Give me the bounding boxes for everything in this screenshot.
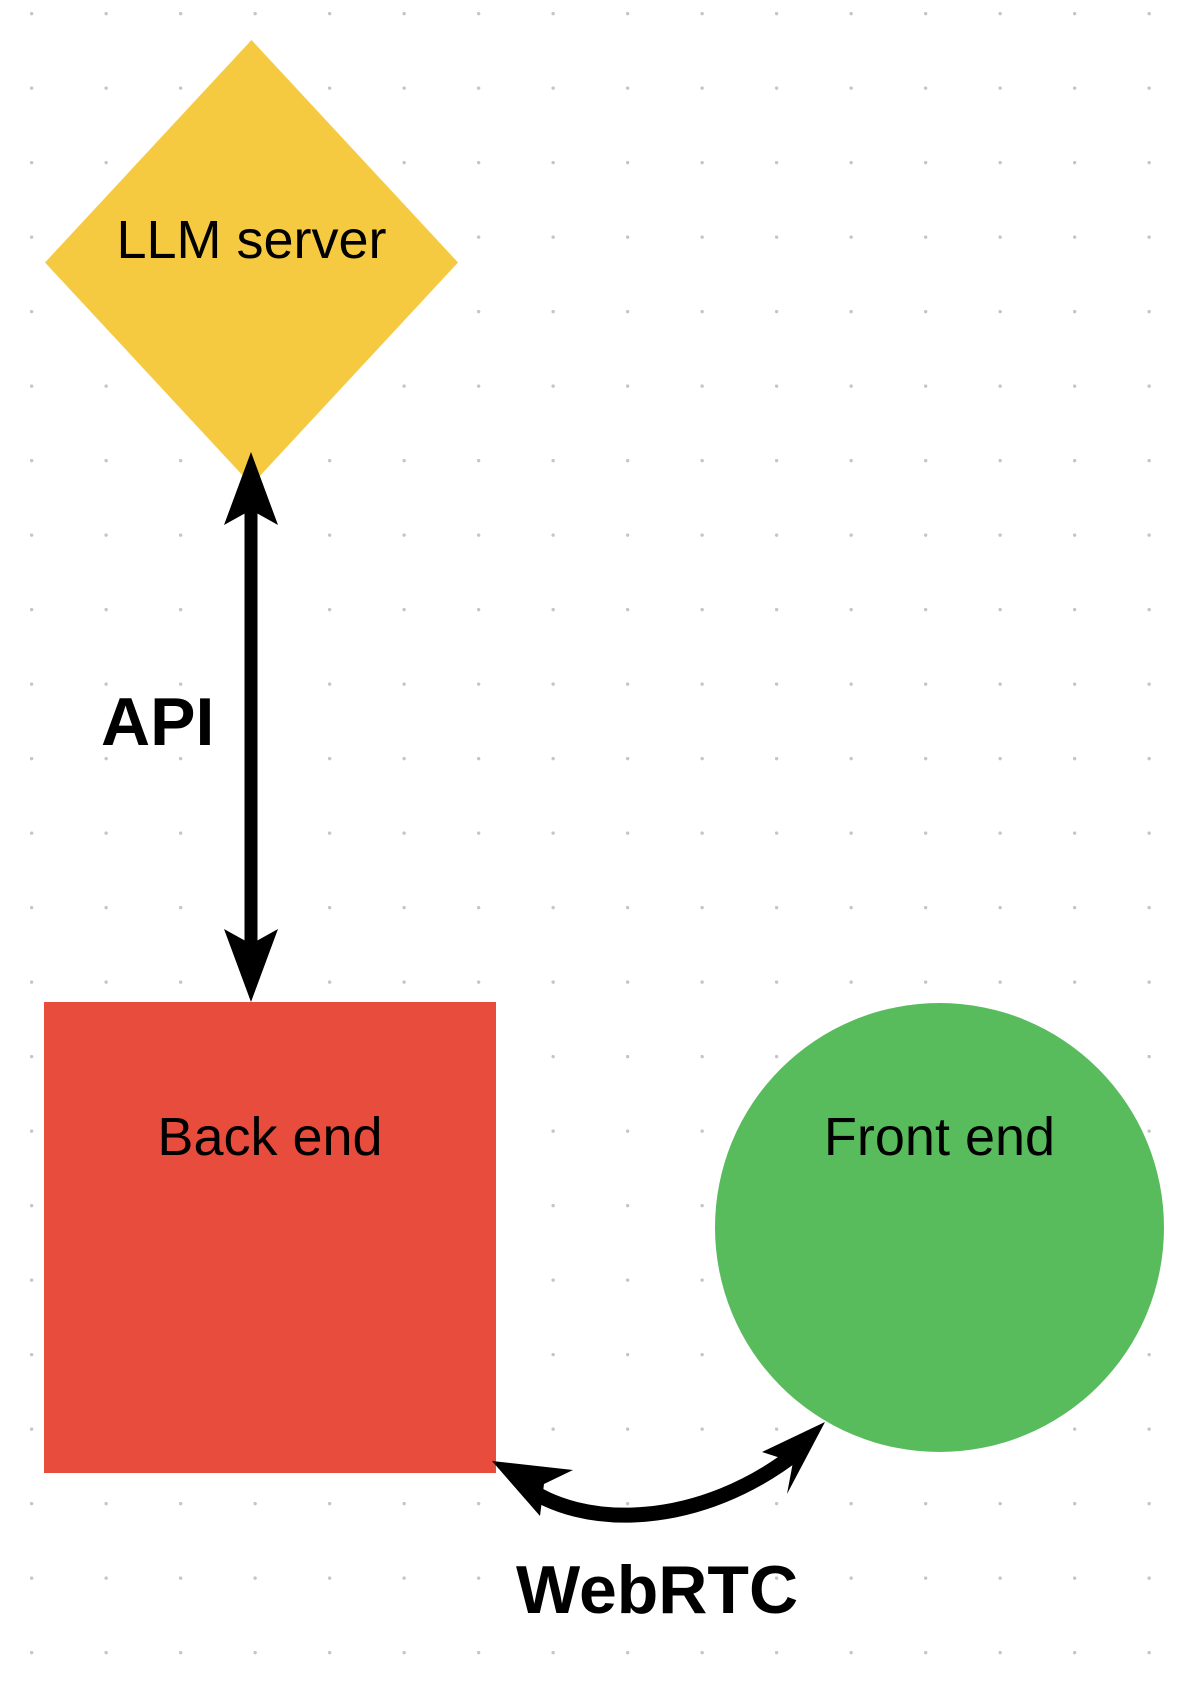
edge-webrtc[interactable]	[492, 1422, 825, 1523]
edge-api-arrowhead-down	[224, 929, 278, 1002]
edge-webrtc-curve	[517, 1444, 805, 1523]
node-front-end[interactable]	[715, 1003, 1164, 1452]
edge-webrtc-arrowhead-left	[492, 1461, 573, 1516]
node-front-end-label: Front end	[823, 1107, 1056, 1167]
edge-api-arrowhead-up	[224, 452, 278, 525]
edge-webrtc-arrowhead-right	[762, 1422, 825, 1494]
node-back-end-label: Back end	[157, 1107, 383, 1167]
node-llm-server[interactable]	[45, 40, 458, 485]
edge-api[interactable]	[224, 452, 278, 1002]
edge-webrtc-label: WebRTC	[516, 1552, 799, 1628]
node-back-end[interactable]	[44, 1002, 496, 1473]
edge-api-label: API	[101, 684, 215, 760]
node-llm-server-label: LLM server	[116, 210, 387, 270]
